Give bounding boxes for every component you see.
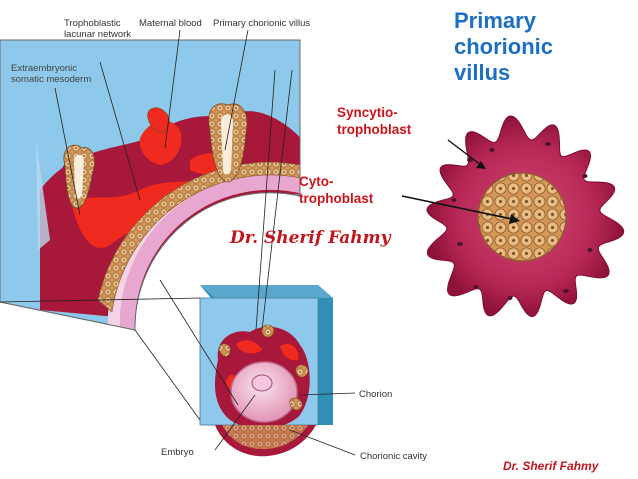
arrow-cyto [401,195,520,224]
label-chorionic-cavity: Chorionic cavity [360,451,428,462]
title-line-3: villus [454,60,511,85]
title-line-2: chorionic [454,34,554,59]
label-cyto-line2: trophoblast [299,191,374,206]
chorionic-sac [230,361,298,423]
label-embryo: Embryo [161,447,194,458]
label-cytotrophoblast: Cyto- trophoblast [299,173,373,207]
title-primary-chorionic-villus: Primary chorionic villus [454,8,634,86]
arrow-syncytio [447,139,486,169]
watermark-center: Dr. Sherif Fahmy [230,228,391,248]
label-chorion: Chorion [359,389,393,400]
label-syncytio-line2: trophoblast [337,122,412,137]
title-line-1: Primary [454,8,536,33]
villus-cross-section [426,115,625,318]
label-trophoblastic-line1: Trophoblastic [64,18,121,29]
primary-villus-wedge [63,103,248,209]
label-extraembryonic-line2: somatic mesoderm [11,74,92,85]
label-extraembryonic-somatic-mesoderm: Extraembryonic somatic mesoderm [11,63,91,85]
label-trophoblastic-line2: lacunar network [64,29,132,40]
embryo-disc [251,374,273,392]
label-trophoblastic-lacunar-network: Trophoblastic lacunar network [64,18,131,40]
pointer-lines [0,29,356,456]
extraembryonic-mesoderm-band [119,174,300,330]
cytotrophoblast-core [477,172,567,262]
cytotrophoblast-cell-arc [97,161,300,313]
label-syncytio-line1: Syncytio- [337,105,398,120]
implantation-block [199,285,333,457]
label-primary-chorionic-villus: Primary chorionic villus [213,18,311,29]
label-extraembryonic-line1: Extraembryonic [11,63,77,74]
label-cyto-line1: Cyto- [299,174,334,189]
label-syncytiotrophoblast: Syncytio- trophoblast [337,104,411,138]
watermark-corner: Dr. Sherif Fahmy [503,459,599,473]
uterine-wall-wedge [0,39,301,331]
label-maternal-blood: Maternal blood [139,18,202,29]
